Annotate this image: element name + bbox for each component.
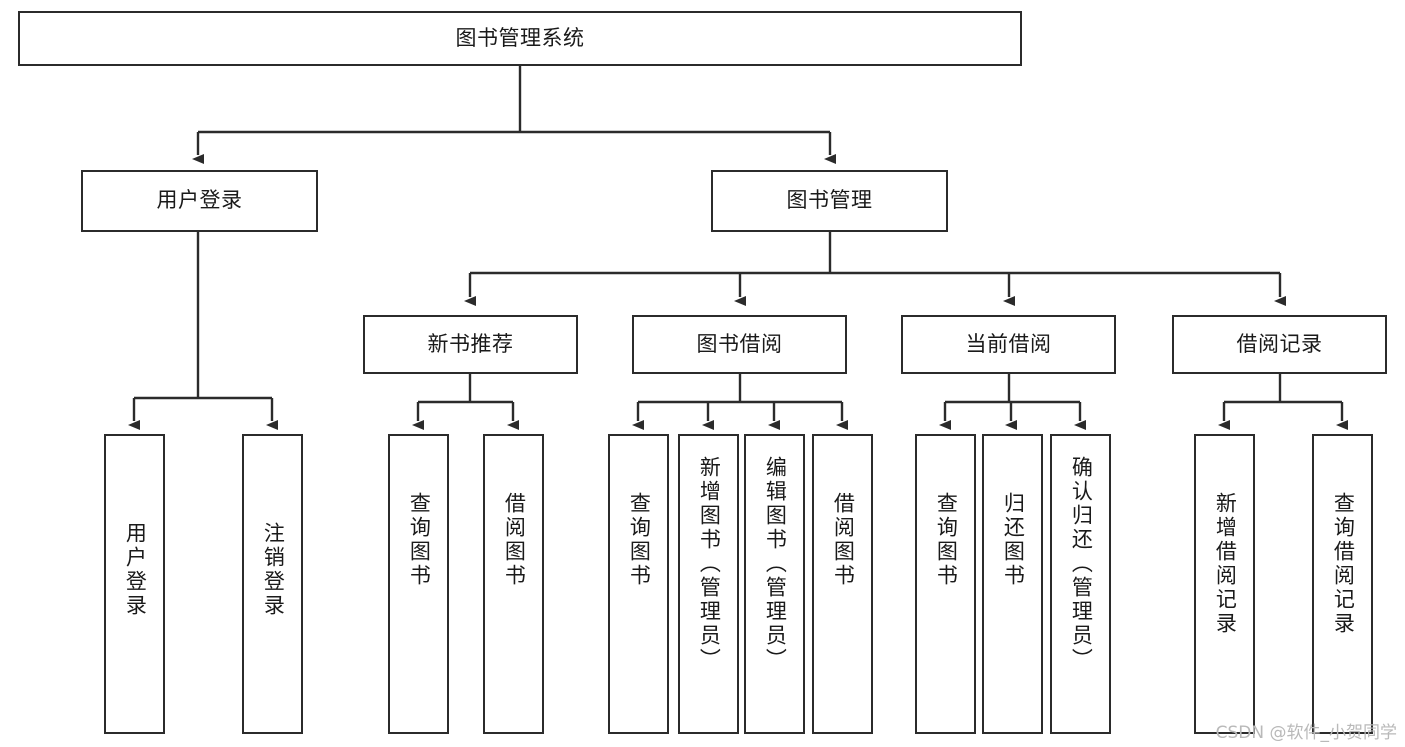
node-leaf-logout-login-label: 注销登录 (261, 522, 286, 618)
node-leaf-query-book-3-label: 查询图书 (934, 492, 959, 588)
node-leaf-borrow-book-2[interactable]: 借阅图书 (812, 434, 873, 734)
watermark-text: CSDN @软件_小贺同学 (1215, 723, 1397, 743)
node-leaf-query-book-2-label: 查询图书 (627, 492, 652, 588)
node-leaf-logout-login[interactable]: 注销登录 (242, 434, 303, 734)
node-borrow-record[interactable]: 借阅记录 (1172, 315, 1387, 374)
node-book-borrow[interactable]: 图书借阅 (632, 315, 847, 374)
node-leaf-add-record-label: 新增借阅记录 (1213, 492, 1238, 636)
node-leaf-query-record-label: 查询借阅记录 (1331, 492, 1356, 636)
node-current-borrow[interactable]: 当前借阅 (901, 315, 1116, 374)
node-leaf-query-record[interactable]: 查询借阅记录 (1312, 434, 1373, 734)
node-leaf-add-book[interactable]: 新增图书（管理员） (678, 434, 739, 734)
node-leaf-edit-book[interactable]: 编辑图书（管理员） (744, 434, 805, 734)
node-new-book-recommend[interactable]: 新书推荐 (363, 315, 578, 374)
node-leaf-query-book-1-label: 查询图书 (407, 492, 432, 588)
node-book-management-label: 图书管理 (786, 188, 873, 213)
node-leaf-confirm-return-label: 确认归还（管理员） (1069, 456, 1094, 672)
node-new-book-recommend-label: 新书推荐 (427, 331, 514, 356)
node-root[interactable]: 图书管理系统 (18, 11, 1022, 66)
node-leaf-borrow-book-1-label: 借阅图书 (502, 492, 527, 588)
node-leaf-return-book-label: 归还图书 (1001, 492, 1026, 588)
node-leaf-borrow-book-1[interactable]: 借阅图书 (483, 434, 544, 734)
node-leaf-query-book-3[interactable]: 查询图书 (915, 434, 976, 734)
node-leaf-confirm-return[interactable]: 确认归还（管理员） (1050, 434, 1111, 734)
node-root-label: 图书管理系统 (455, 25, 585, 50)
node-book-management[interactable]: 图书管理 (711, 170, 948, 232)
node-leaf-add-book-label: 新增图书（管理员） (697, 456, 722, 672)
node-user-login[interactable]: 用户登录 (81, 170, 318, 232)
node-leaf-add-record[interactable]: 新增借阅记录 (1194, 434, 1255, 734)
node-borrow-record-label: 借阅记录 (1236, 331, 1323, 356)
node-leaf-query-book-1[interactable]: 查询图书 (388, 434, 449, 734)
node-current-borrow-label: 当前借阅 (965, 331, 1052, 356)
node-user-login-label: 用户登录 (156, 188, 243, 213)
node-book-borrow-label: 图书借阅 (696, 331, 783, 356)
node-leaf-user-login[interactable]: 用户登录 (104, 434, 165, 734)
node-leaf-query-book-2[interactable]: 查询图书 (608, 434, 669, 734)
node-leaf-borrow-book-2-label: 借阅图书 (831, 492, 856, 588)
node-leaf-user-login-label: 用户登录 (123, 522, 148, 618)
node-leaf-edit-book-label: 编辑图书（管理员） (763, 456, 788, 672)
node-leaf-return-book[interactable]: 归还图书 (982, 434, 1043, 734)
